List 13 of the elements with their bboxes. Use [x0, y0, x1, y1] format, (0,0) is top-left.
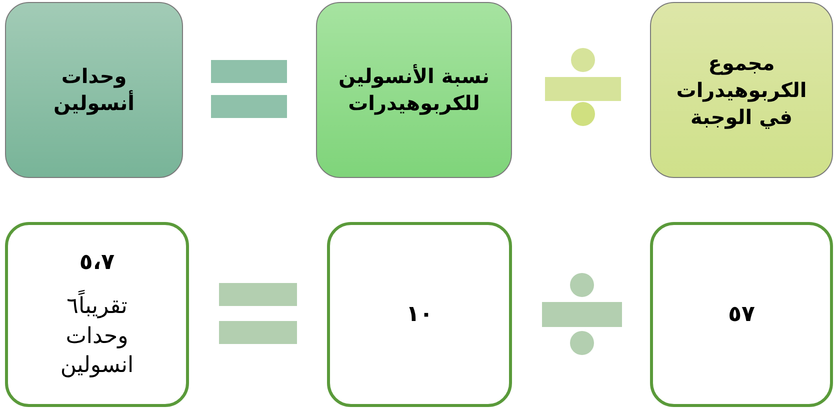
card-text: مجموع الكربوهيدرات في الوجبة [675, 50, 808, 130]
card-text: تقريباً٦ وحدات انسولين [42, 292, 152, 381]
value-text: ٥،٧ [79, 249, 115, 278]
gradient-card [5, 2, 183, 178]
value-card [5, 222, 189, 407]
gradient-card [650, 2, 833, 178]
value-card [650, 222, 833, 407]
card-text: ٥٧ [728, 300, 755, 329]
gradient-card [316, 2, 512, 178]
card-text: ١٠ [406, 300, 433, 329]
card-text: نسبة الأنسولين للكربوهيدرات [338, 63, 490, 117]
value-card [327, 222, 512, 407]
card-text: وحدات أنسولين [52, 63, 136, 117]
